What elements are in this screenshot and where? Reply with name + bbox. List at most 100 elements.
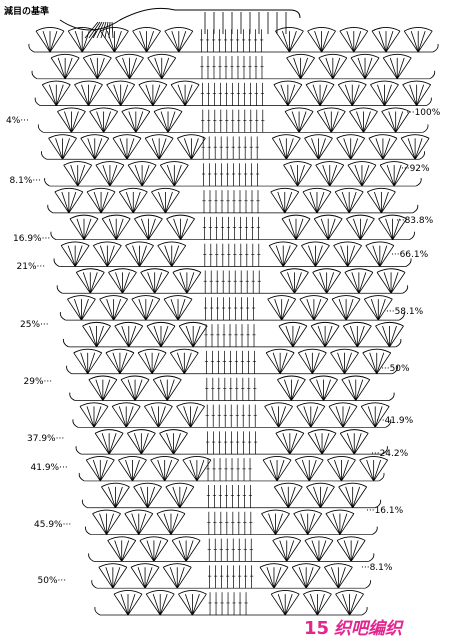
fan-rib bbox=[376, 352, 385, 374]
fan-rib bbox=[158, 191, 166, 213]
fan-arc bbox=[306, 482, 335, 488]
fan-rib bbox=[152, 84, 168, 106]
fan-rib bbox=[83, 57, 98, 80]
right-marker-label: ···50% bbox=[381, 364, 410, 374]
fan-rib bbox=[285, 138, 294, 160]
fan-rib bbox=[135, 111, 151, 133]
fan-arc bbox=[132, 27, 161, 32]
row-edge-left bbox=[72, 419, 79, 428]
fan-stitch bbox=[261, 509, 290, 535]
row-edge-left bbox=[34, 97, 41, 106]
fan-rib bbox=[57, 111, 72, 133]
fan-rib bbox=[344, 272, 360, 294]
fan-rib bbox=[129, 57, 137, 79]
fan-stitch bbox=[67, 295, 96, 321]
fan-rib bbox=[74, 245, 90, 267]
fan-arc bbox=[50, 53, 80, 59]
top-fan-stitch bbox=[111, 21, 114, 39]
fan-rib bbox=[316, 191, 325, 213]
fan-rib bbox=[327, 218, 343, 240]
row-edge-right bbox=[368, 553, 375, 562]
fan-rib bbox=[120, 84, 129, 106]
fan-rib bbox=[119, 352, 135, 374]
fan-rib bbox=[323, 379, 338, 401]
fan-rib bbox=[321, 30, 329, 53]
fan-rib bbox=[109, 165, 118, 187]
fan-stitch bbox=[69, 214, 99, 240]
fan-arc bbox=[83, 53, 112, 59]
fan-rib bbox=[417, 30, 433, 53]
fan-rib bbox=[339, 30, 355, 53]
fan-rib bbox=[294, 459, 310, 482]
fan-rib bbox=[335, 406, 344, 428]
fan-rib bbox=[364, 57, 380, 80]
fan-rib bbox=[382, 138, 391, 160]
row-edge-left bbox=[88, 553, 94, 562]
fan-stitch bbox=[165, 482, 195, 508]
fan-rib bbox=[132, 30, 147, 53]
fan-rib bbox=[85, 459, 101, 482]
fan-stitch bbox=[35, 27, 65, 53]
left-marker-label: 50%··· bbox=[38, 576, 67, 586]
fan-rib bbox=[284, 593, 300, 616]
fan-arc bbox=[305, 80, 335, 86]
left-marker: 25%··· bbox=[20, 320, 49, 330]
fan-arc bbox=[99, 295, 128, 300]
top-fan-stitch bbox=[84, 21, 99, 39]
fan-arc bbox=[100, 27, 129, 32]
fan-rib bbox=[348, 191, 364, 214]
fan-arc bbox=[144, 134, 174, 139]
fan-rib bbox=[172, 486, 181, 508]
fan-rib bbox=[329, 165, 338, 187]
fan-rib bbox=[189, 459, 198, 482]
fan-rib bbox=[128, 111, 137, 133]
fan-rib bbox=[138, 84, 154, 106]
left-marker: 8.1%··· bbox=[10, 176, 41, 186]
fan-rib bbox=[343, 540, 352, 562]
fan-arc bbox=[334, 187, 364, 193]
fan-stitch bbox=[271, 134, 301, 160]
fan-rib bbox=[347, 245, 362, 267]
fan-arc bbox=[375, 321, 404, 327]
fan-stitch bbox=[313, 214, 343, 240]
fan-rib bbox=[368, 138, 384, 160]
fan-rib bbox=[57, 57, 66, 79]
fan-rib bbox=[289, 433, 305, 455]
fan-rib bbox=[96, 57, 105, 79]
fan-stitch bbox=[144, 134, 174, 160]
row-edge-right bbox=[409, 231, 415, 241]
fan-rib bbox=[185, 540, 194, 562]
fan-rib bbox=[148, 218, 156, 240]
fan-arc bbox=[182, 455, 212, 461]
fan-rib bbox=[341, 459, 349, 482]
row-edge-right bbox=[405, 258, 412, 267]
fan-arc bbox=[151, 187, 180, 193]
fan-arc bbox=[307, 27, 336, 32]
row-edge-left bbox=[91, 580, 98, 589]
top-edge-chain bbox=[59, 7, 301, 31]
fan-rib bbox=[93, 406, 109, 428]
fan-arc bbox=[340, 429, 369, 434]
fan-stitch bbox=[120, 375, 150, 401]
fan-arc bbox=[160, 161, 189, 166]
fan-arc bbox=[344, 268, 374, 273]
fan-rib bbox=[114, 325, 130, 348]
row-edge-left bbox=[56, 285, 63, 294]
fan-rib bbox=[308, 459, 324, 482]
fan-rib bbox=[327, 459, 342, 482]
fan-stitch bbox=[151, 187, 180, 214]
row-edge-left bbox=[44, 177, 50, 187]
fan-rib bbox=[133, 486, 148, 508]
fan-rib bbox=[166, 379, 175, 401]
fan-rib bbox=[299, 298, 315, 321]
fan-arc bbox=[153, 375, 182, 381]
fan-rib bbox=[344, 84, 353, 106]
fan-rib bbox=[310, 406, 326, 428]
fan-rib bbox=[156, 513, 172, 535]
fan-rib bbox=[81, 299, 89, 321]
fan-stitch bbox=[273, 80, 303, 106]
fan-rib bbox=[71, 111, 79, 133]
fan-stitch bbox=[376, 268, 406, 294]
fan-stitch bbox=[157, 241, 187, 267]
row-edge-right bbox=[371, 526, 378, 535]
